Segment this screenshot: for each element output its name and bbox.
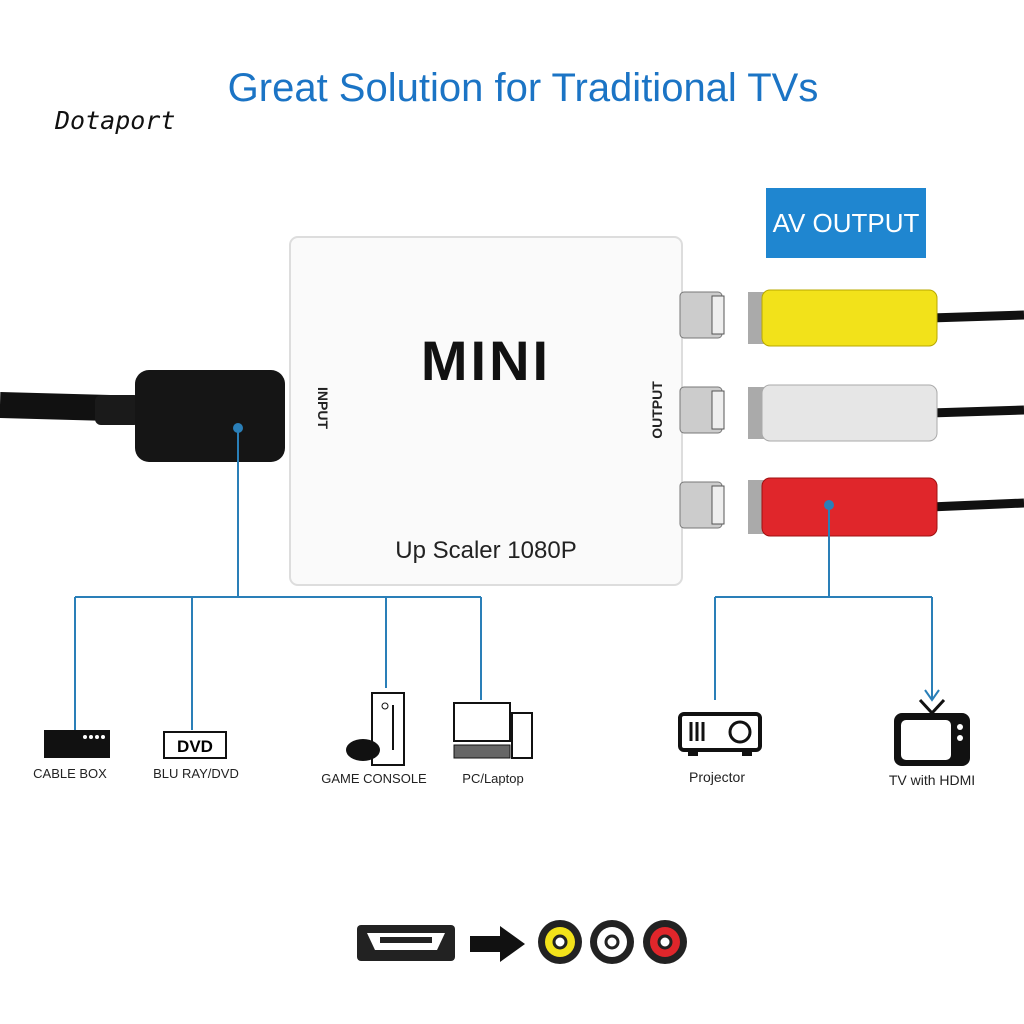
rca-jacks [679,291,725,529]
output-label: OUTPUT [648,381,665,439]
cable-box-icon [44,730,110,758]
device-subtitle: Up Scaler 1080P [395,537,577,564]
source-label: BLU RAY/DVD [153,766,239,781]
rca-cables [748,289,1024,537]
av-output-badge: AV OUTPUT [766,188,926,258]
page-title: Great Solution for Traditional TVs [227,66,819,110]
source-label: CABLE BOX [33,766,107,781]
connection-lines [74,428,940,735]
rca-yellow-icon [538,920,582,964]
game-console-icon [346,692,405,766]
hdmi-port-icon [357,925,455,961]
tv-icon [894,698,970,766]
output-device-label: Projector [688,769,746,785]
dvd-icon: DVD [163,731,227,759]
brand-watermark: Dotaport [55,106,176,135]
input-label: INPUT [315,387,331,429]
pc-icon [453,702,533,759]
projector-icon [678,712,762,756]
converter-box [289,236,683,586]
output-device-label: TV with HDMI [888,772,976,788]
source-label: PC/Laptop [462,771,524,786]
svg-text:DVD: DVD [177,737,213,756]
arrow-right-icon [470,926,525,962]
source-label: GAME CONSOLE [321,771,427,786]
device-name: MINI [420,329,552,392]
rca-red-icon [643,920,687,964]
rca-white-icon [590,920,634,964]
hdmi-cable [0,370,285,462]
